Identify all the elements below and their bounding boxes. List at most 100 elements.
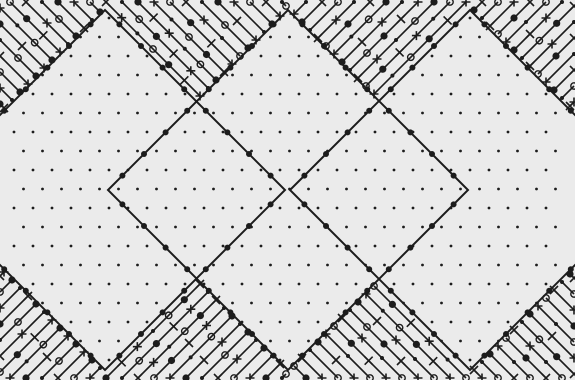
lattice-dot — [488, 207, 491, 210]
outline-bead — [386, 108, 392, 114]
lattice-dot — [146, 245, 149, 248]
lattice-dot — [79, 150, 82, 153]
lattice-dot — [260, 245, 263, 248]
lattice-dot — [393, 131, 396, 134]
lattice-dot — [402, 188, 405, 191]
lattice-dot — [393, 93, 396, 96]
lattice-dot — [450, 283, 453, 286]
lattice-dot — [79, 112, 82, 115]
dot-marker — [394, 38, 398, 42]
filled-circle-marker — [344, 20, 351, 27]
lattice-dot — [336, 169, 339, 172]
outline-bead — [525, 309, 531, 315]
lattice-dot — [288, 226, 291, 229]
lattice-dot — [431, 93, 434, 96]
lattice-dot — [326, 74, 329, 77]
lattice-dot — [545, 283, 548, 286]
lattice-dot — [250, 188, 253, 191]
lattice-dot — [288, 150, 291, 153]
lattice-dot — [336, 93, 339, 96]
lattice-dot — [269, 340, 272, 343]
lattice-dot — [554, 188, 557, 191]
lattice-dot — [554, 150, 557, 153]
lattice-dot — [89, 93, 92, 96]
lattice-dot — [298, 283, 301, 286]
lattice-dot — [535, 188, 538, 191]
lattice-dot — [155, 74, 158, 77]
dot-marker — [170, 18, 174, 22]
lattice-dot — [117, 150, 120, 153]
lattice-dot — [383, 112, 386, 115]
lattice-dot — [222, 245, 225, 248]
lattice-dot — [469, 55, 472, 58]
lattice-dot — [231, 226, 234, 229]
lattice-dot — [22, 188, 25, 191]
filled-circle-marker — [522, 354, 529, 361]
lattice-dot — [108, 207, 111, 210]
filled-circle-marker — [426, 35, 433, 42]
dot-marker — [25, 359, 29, 363]
lattice-dot — [298, 207, 301, 210]
lattice-dot — [127, 131, 130, 134]
dot-marker — [346, 354, 350, 358]
lattice-dot — [279, 93, 282, 96]
lattice-dot — [488, 169, 491, 172]
lattice-dot — [526, 207, 529, 210]
lattice-dot — [13, 207, 16, 210]
outline-bead — [388, 288, 394, 294]
outline-bead — [366, 108, 372, 114]
outline-bead — [388, 86, 394, 92]
lattice-dot — [136, 226, 139, 229]
lattice-dot — [412, 207, 415, 210]
lattice-dot — [298, 93, 301, 96]
lattice-dot — [108, 55, 111, 58]
lattice-dot — [355, 169, 358, 172]
outline-bead — [181, 86, 187, 92]
lattice-dot — [516, 264, 519, 267]
lattice-dot — [526, 283, 529, 286]
outline-bead — [321, 43, 327, 49]
lattice-dot — [32, 93, 35, 96]
lattice-dot — [98, 264, 101, 267]
lattice-dot — [421, 188, 424, 191]
lattice-dot — [279, 321, 282, 324]
filled-circle-marker — [23, 15, 30, 22]
lattice-dot — [108, 93, 111, 96]
lattice-dot — [355, 207, 358, 210]
lattice-dot — [146, 93, 149, 96]
lattice-dot — [478, 226, 481, 229]
lattice-dot — [421, 226, 424, 229]
lattice-dot — [469, 359, 472, 362]
outline-bead — [249, 331, 255, 337]
dot-marker — [135, 31, 139, 35]
lattice-dot — [478, 264, 481, 267]
lattice-dot — [459, 302, 462, 305]
lattice-dot — [488, 93, 491, 96]
lattice-dot — [117, 74, 120, 77]
lattice-dot — [70, 55, 73, 58]
lattice-dot — [545, 93, 548, 96]
lattice-dot — [98, 74, 101, 77]
lattice-dot — [146, 283, 149, 286]
lattice-dot — [336, 283, 339, 286]
lattice-dot — [450, 55, 453, 58]
lattice-dot — [117, 112, 120, 115]
lattice-dot — [136, 112, 139, 115]
lattice-dot — [478, 112, 481, 115]
lattice-dot — [89, 321, 92, 324]
lattice-dot — [535, 226, 538, 229]
lattice-dot — [383, 264, 386, 267]
lattice-dot — [535, 264, 538, 267]
outline-bead — [546, 86, 552, 92]
lattice-dot — [136, 150, 139, 153]
lattice-dot — [155, 150, 158, 153]
lattice-dot — [374, 131, 377, 134]
dot-marker — [560, 0, 564, 4]
lattice-dot — [402, 112, 405, 115]
lattice-dot — [374, 169, 377, 172]
lattice-dot — [98, 36, 101, 39]
lattice-dot — [488, 321, 491, 324]
lattice-dot — [402, 264, 405, 267]
lattice-dot — [165, 93, 168, 96]
lattice-dot — [364, 188, 367, 191]
